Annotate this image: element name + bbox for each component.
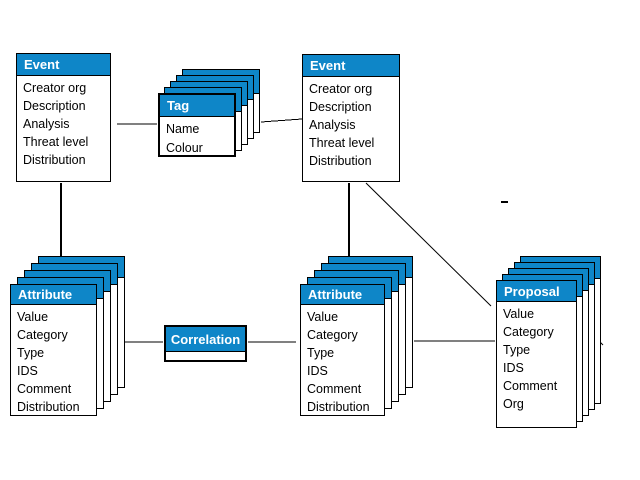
entity-field: Colour bbox=[166, 141, 203, 155]
entity-field: Value bbox=[503, 307, 535, 321]
entity-fields: Name Colour bbox=[160, 117, 234, 158]
entity-field: Threat level bbox=[23, 135, 89, 149]
connector-tag-event-right bbox=[260, 118, 303, 123]
entity-fields: Value Category Type IDS Comment Org bbox=[497, 302, 576, 413]
entity-card: Event Creator org Description Analysis T… bbox=[16, 53, 111, 182]
entity-field: Creator org bbox=[23, 81, 87, 95]
entity-field: IDS bbox=[307, 364, 328, 378]
entity-field: Category bbox=[503, 325, 554, 339]
entity-field: Description bbox=[23, 99, 86, 113]
entity-tag: Tag Name Colour bbox=[158, 69, 260, 157]
entity-title: Correlation bbox=[166, 327, 245, 352]
entity-attribute-middle: Attribute Value Category Type IDS Commen… bbox=[300, 256, 413, 416]
entity-field: Comment bbox=[503, 379, 558, 393]
entity-field: Analysis bbox=[309, 118, 356, 132]
entity-correlation: Correlation bbox=[164, 325, 247, 362]
entity-field: Description bbox=[309, 100, 372, 114]
entity-title: Attribute bbox=[301, 285, 384, 305]
entity-card: Event Creator org Description Analysis T… bbox=[302, 54, 400, 182]
entity-title: Event bbox=[303, 55, 399, 77]
entity-title: Event bbox=[17, 54, 110, 76]
entity-field: Distribution bbox=[23, 153, 86, 167]
entity-field: Value bbox=[307, 310, 339, 324]
entity-field: Creator org bbox=[309, 82, 373, 96]
entity-field: Type bbox=[17, 346, 45, 360]
entity-card: Attribute Value Category Type IDS Commen… bbox=[300, 284, 385, 416]
entity-fields: Value Category Type IDS Comment Distribu… bbox=[11, 305, 96, 416]
entity-field: IDS bbox=[17, 364, 38, 378]
entity-field: Comment bbox=[17, 382, 72, 396]
entity-field: Distribution bbox=[309, 154, 372, 168]
entity-field: Name bbox=[166, 122, 200, 136]
entity-field: Category bbox=[307, 328, 358, 342]
entity-attribute-left: Attribute Value Category Type IDS Commen… bbox=[10, 256, 125, 416]
entity-field: Category bbox=[17, 328, 68, 342]
entity-title: Tag bbox=[160, 95, 234, 117]
entity-card: Correlation bbox=[164, 325, 247, 362]
entity-field: Threat level bbox=[309, 136, 375, 150]
connector-event-right-proposal bbox=[365, 182, 492, 307]
entity-field: Type bbox=[307, 346, 335, 360]
entity-field: Org bbox=[503, 397, 524, 411]
entity-fields: Creator org Description Analysis Threat … bbox=[303, 77, 399, 170]
entity-card: Proposal Value Category Type IDS Comment… bbox=[496, 280, 577, 428]
entity-title: Attribute bbox=[11, 285, 96, 305]
entity-card: Tag Name Colour bbox=[158, 93, 236, 157]
entity-title: Proposal bbox=[497, 281, 576, 302]
entity-field: Distribution bbox=[307, 400, 370, 414]
entity-fields: Value Category Type IDS Comment Distribu… bbox=[301, 305, 384, 416]
entity-field: Analysis bbox=[23, 117, 70, 131]
entity-fields: Creator org Description Analysis Threat … bbox=[17, 76, 110, 169]
entity-card: Attribute Value Category Type IDS Commen… bbox=[10, 284, 97, 416]
entity-proposal: Proposal Value Category Type IDS Comment… bbox=[496, 256, 601, 428]
entity-field: IDS bbox=[503, 361, 524, 375]
entity-field: Value bbox=[17, 310, 49, 324]
entity-event-left: Event Creator org Description Analysis T… bbox=[16, 53, 111, 182]
entity-event-right: Event Creator org Description Analysis T… bbox=[302, 54, 400, 182]
entity-field: Distribution bbox=[17, 400, 80, 414]
entity-field: Type bbox=[503, 343, 531, 357]
entity-field: Comment bbox=[307, 382, 362, 396]
